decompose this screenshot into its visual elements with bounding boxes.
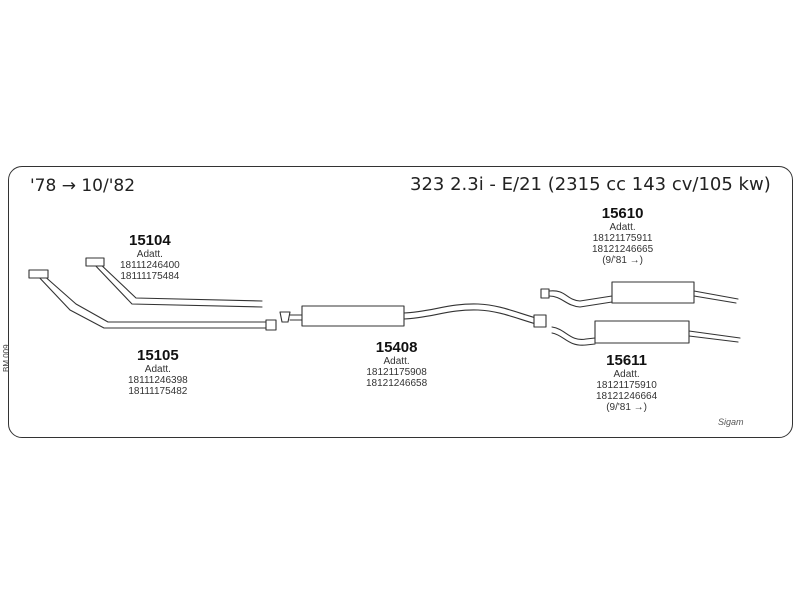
part-15610-label: 15610 Adatt. 18121175911 18121246665 (9/… [592,205,654,266]
center-muffler-15408 [279,303,547,328]
rear-muffler-15610 [540,281,739,308]
rear-muffler-15611 [551,320,741,346]
year-range: '78 → 10/'82 [30,176,136,196]
part-15611-label: 15611 Adatt. 18121175910 18121246664 (9/… [596,352,658,413]
model-title: 323 2.3i - E/21 (2315 cc 143 cv/105 kw) [410,174,771,195]
part-15408-label: 15408 Adatt. 18121175908 18121246658 [366,339,428,389]
front-pipe-15105 [28,269,277,331]
brand-mark: Sigam [718,417,744,427]
side-code: BM 009 [2,344,11,372]
diagram-frame [8,166,793,438]
front-pipe-15104 [85,257,263,308]
part-15104-label: 15104 Adatt. 18111246400 18111175484 [120,232,180,282]
part-15105-label: 15105 Adatt. 18111246398 18111175482 [128,347,188,397]
